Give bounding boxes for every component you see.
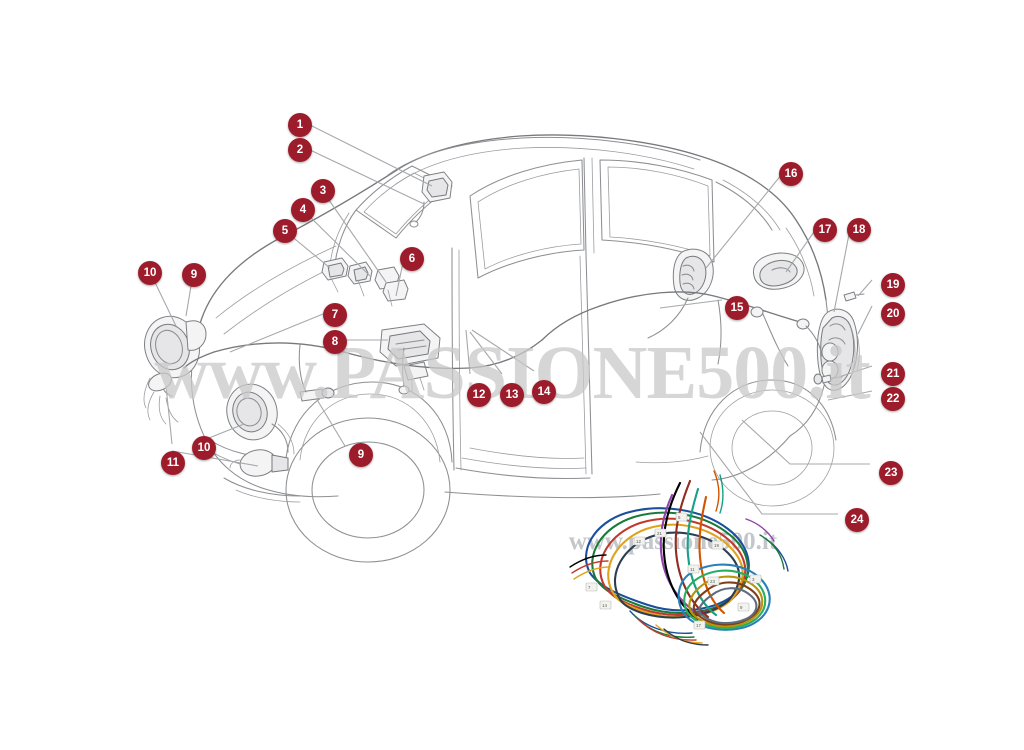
callout-badge-6[interactable]: 6 bbox=[400, 247, 424, 271]
callout-badge-19[interactable]: 19 bbox=[881, 273, 905, 297]
switch-parts-row bbox=[321, 257, 409, 307]
fuse-box-assembly bbox=[379, 323, 441, 393]
svg-text:9: 9 bbox=[740, 605, 743, 610]
callout-badge-20[interactable]: 20 bbox=[881, 302, 905, 326]
harness-tags: 21 12 19 23 7 14 9 3 17 5 11 bbox=[585, 512, 762, 630]
callout-badge-2[interactable]: 2 bbox=[288, 138, 312, 162]
callout-badge-3[interactable]: 3 bbox=[311, 179, 335, 203]
callout-badge-17[interactable]: 17 bbox=[813, 218, 837, 242]
callout-badge-15[interactable]: 15 bbox=[725, 296, 749, 320]
rear-wheel bbox=[699, 379, 837, 507]
callout-badge-13[interactable]: 13 bbox=[500, 383, 524, 407]
callout-badge-21[interactable]: 21 bbox=[881, 362, 905, 386]
tail-lamp-assembly bbox=[816, 308, 860, 391]
svg-text:23: 23 bbox=[710, 579, 715, 584]
svg-text:17: 17 bbox=[696, 623, 701, 628]
callout-badge-9[interactable]: 9 bbox=[182, 263, 206, 287]
svg-text:5: 5 bbox=[678, 515, 681, 520]
door bbox=[451, 247, 709, 480]
headlamp-lower-assembly bbox=[226, 383, 295, 455]
callout-badge-8[interactable]: 8 bbox=[323, 330, 347, 354]
wiring-harness-photo: 21 12 19 23 7 14 9 3 17 5 11 bbox=[560, 455, 795, 650]
callout-badge-4[interactable]: 4 bbox=[291, 198, 315, 222]
callout-badge-7[interactable]: 7 bbox=[323, 303, 347, 327]
svg-text:7: 7 bbox=[588, 585, 591, 590]
front-wheel bbox=[285, 381, 453, 563]
rear-view-mirror bbox=[409, 171, 453, 228]
svg-text:12: 12 bbox=[636, 539, 641, 544]
rear-grab-handle bbox=[753, 252, 805, 290]
front-indicator-lamp bbox=[229, 449, 289, 477]
roof-and-glass bbox=[328, 136, 815, 297]
interior-lamp bbox=[672, 248, 714, 301]
screw-item-19 bbox=[843, 291, 865, 302]
svg-text:11: 11 bbox=[690, 567, 695, 572]
callout-badge-9[interactable]: 9 bbox=[349, 443, 373, 467]
callout-badge-14[interactable]: 14 bbox=[532, 380, 556, 404]
callout-badge-18[interactable]: 18 bbox=[847, 218, 871, 242]
callout-badge-16[interactable]: 16 bbox=[779, 162, 803, 186]
callout-badge-23[interactable]: 23 bbox=[879, 461, 903, 485]
leader-lines bbox=[149, 123, 873, 515]
callout-badge-11[interactable]: 11 bbox=[161, 451, 185, 475]
screw-item-21 bbox=[813, 373, 843, 385]
callout-badge-5[interactable]: 5 bbox=[273, 219, 297, 243]
harness-wires bbox=[569, 470, 789, 646]
headlamp-upper-assembly bbox=[143, 315, 207, 425]
bonnet-seam bbox=[215, 245, 337, 319]
svg-text:3: 3 bbox=[752, 577, 755, 582]
svg-text:19: 19 bbox=[714, 543, 719, 548]
callout-badge-12[interactable]: 12 bbox=[467, 383, 491, 407]
callout-badge-22[interactable]: 22 bbox=[881, 387, 905, 411]
callout-badge-10[interactable]: 10 bbox=[138, 261, 162, 285]
callout-badge-24[interactable]: 24 bbox=[845, 508, 869, 532]
callout-badge-10[interactable]: 10 bbox=[192, 436, 216, 460]
callout-badge-1[interactable]: 1 bbox=[288, 113, 312, 137]
svg-text:14: 14 bbox=[602, 603, 607, 608]
svg-text:21: 21 bbox=[657, 531, 662, 536]
